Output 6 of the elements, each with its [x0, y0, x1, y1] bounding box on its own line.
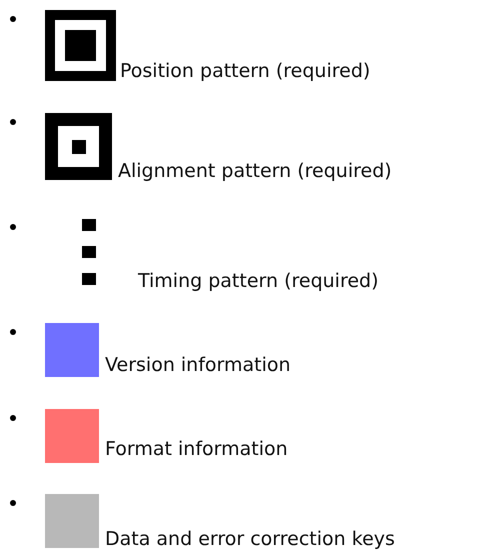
- legend-label: Timing pattern (required): [138, 272, 379, 291]
- legend-label: Version information: [105, 356, 291, 375]
- legend-label: Position pattern (required): [120, 62, 370, 81]
- legend-label: Data and error correction keys: [105, 530, 395, 549]
- legend-label: Format information: [105, 440, 288, 459]
- legend-label: Alignment pattern (required): [118, 162, 392, 181]
